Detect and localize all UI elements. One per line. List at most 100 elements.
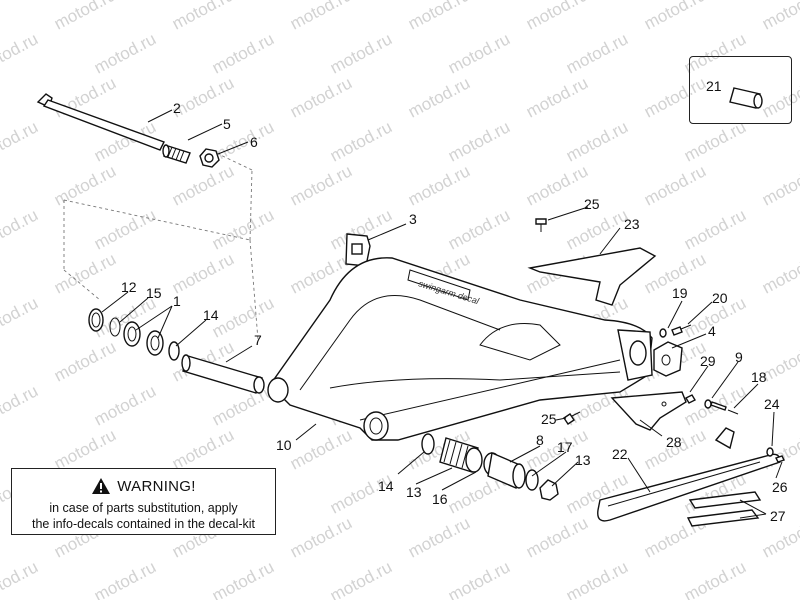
callout-layer: 2 5 6 12 15 1 14 7 3 25 23 19 20 4 29 9 … (121, 78, 788, 524)
watermark-text: motod.ru (0, 381, 41, 429)
watermark-text: motod.ru (327, 557, 395, 600)
watermark-text: motod.ru (445, 205, 513, 253)
callout-2: 2 (173, 100, 181, 116)
watermark-text: motod.ru (209, 29, 277, 77)
watermark-text: motod.ru (523, 0, 591, 34)
callout-6: 6 (250, 134, 258, 150)
watermark-text: motod.ru (681, 205, 749, 253)
watermark-text: motod.ru (51, 425, 119, 473)
callout-20: 20 (712, 290, 728, 306)
watermark-text: motod.ru (51, 161, 119, 209)
callout-14b: 14 (378, 478, 394, 494)
callout-12: 12 (121, 279, 137, 295)
warning-text-line1: in case of parts substitution, apply (49, 501, 238, 515)
callout-9: 9 (735, 349, 743, 365)
watermark-text: motod.ru (641, 161, 709, 209)
watermark-text: motod.ru (0, 0, 1, 34)
warning-title-row: WARNING! (12, 477, 275, 495)
chain-guard-top-part (527, 247, 657, 306)
watermark-text: motod.ru (0, 29, 41, 77)
watermark-text: motod.ru (641, 0, 709, 34)
pivot-shaft-part (36, 93, 165, 151)
chain-slider-part (597, 427, 781, 522)
callout-11: 13 (406, 484, 422, 500)
watermark-text: motod.ru (169, 249, 237, 297)
callout-18: 18 (751, 369, 767, 385)
watermark-text: motod.ru (51, 249, 119, 297)
watermark-text: motod.ru (287, 73, 355, 121)
nut-part (199, 148, 220, 168)
watermark-text: motod.ru (0, 425, 1, 473)
watermark-text: motod.ru (759, 161, 800, 209)
watermark-text: motod.ru (91, 29, 159, 77)
watermark-text: motod.ru (287, 425, 355, 473)
watermark-text: motod.ru (445, 117, 513, 165)
callout-4: 4 (708, 323, 716, 339)
watermark-text: motod.ru (0, 117, 41, 165)
watermark-text: motod.ru (523, 73, 591, 121)
watermark-text: motod.ru (91, 205, 159, 253)
callout-29: 29 (700, 353, 716, 369)
watermark-text: motod.ru (209, 205, 277, 253)
watermark-text: motod.ru (91, 381, 159, 429)
callout-17: 17 (557, 439, 573, 455)
watermark-text: motod.ru (287, 0, 355, 34)
watermark-text: motod.ru (0, 513, 1, 561)
callout-14a: 14 (203, 307, 219, 323)
watermark-text: motod.ru (405, 0, 473, 34)
watermark-text: motod.ru (0, 249, 1, 297)
callout-7: 7 (254, 332, 262, 348)
watermark-text: motod.ru (51, 337, 119, 385)
bushing-part (162, 144, 191, 164)
decal-strips-part (686, 491, 762, 527)
watermark-text: motod.ru (327, 29, 395, 77)
watermark-text: motod.ru (327, 117, 395, 165)
watermark-text: motod.ru (523, 513, 591, 561)
watermark-text: motod.ru (405, 161, 473, 209)
watermark-text: motod.ru (51, 0, 119, 34)
callout-22: 22 (612, 446, 628, 462)
bearing-set-right (421, 433, 559, 501)
watermark-text: motod.ru (445, 29, 513, 77)
watermark-text: motod.ru (287, 513, 355, 561)
callout-26: 26 (772, 479, 788, 495)
warning-triangle-icon (92, 478, 111, 494)
watermark-text: motod.ru (681, 557, 749, 600)
screw-part-lower (563, 411, 581, 425)
watermark-text: motod.ru (563, 557, 631, 600)
watermark-text: motod.ru (169, 425, 237, 473)
callout-10: 10 (276, 437, 292, 453)
callout-15: 15 (146, 285, 162, 301)
watermark-text: motod.ru (209, 293, 277, 341)
callout-13: 13 (575, 452, 591, 468)
bracket-part (345, 233, 371, 267)
watermark-text: motod.ru (563, 29, 631, 77)
callout-25a: 25 (584, 196, 600, 212)
adjuster-block-part (653, 341, 683, 377)
callout-25b: 25 (541, 411, 557, 427)
watermark-text: motod.ru (405, 513, 473, 561)
watermark-text: motod.ru (169, 161, 237, 209)
watermark-text: motod.ru (445, 557, 513, 600)
watermark-text: motod.ru (563, 205, 631, 253)
watermark-text: motod.ru (91, 557, 159, 600)
warning-text-line2: the info-decals contained in the decal-k… (31, 517, 256, 531)
callout-21: 21 (706, 78, 722, 94)
screw-part (535, 218, 547, 232)
small-fasteners (659, 324, 692, 338)
callout-1: 1 (173, 293, 181, 309)
callout-16: 16 (432, 491, 448, 507)
watermark-text: motod.ru (405, 73, 473, 121)
guard-bracket-part (610, 391, 687, 431)
callout-24: 24 (764, 396, 780, 412)
callout-19: 19 (672, 285, 688, 301)
callout-8: 8 (536, 432, 544, 448)
watermark-text: motod.ru (759, 249, 800, 297)
spacer-tube-part (181, 354, 265, 394)
watermark-text: motod.ru (0, 73, 1, 121)
small-screws-right (766, 447, 785, 463)
watermark-text: motod.ru (209, 117, 277, 165)
swingarm-part: swingarm decal (267, 257, 653, 441)
warning-panel: WARNING! in case of parts substitution, … (11, 468, 276, 535)
